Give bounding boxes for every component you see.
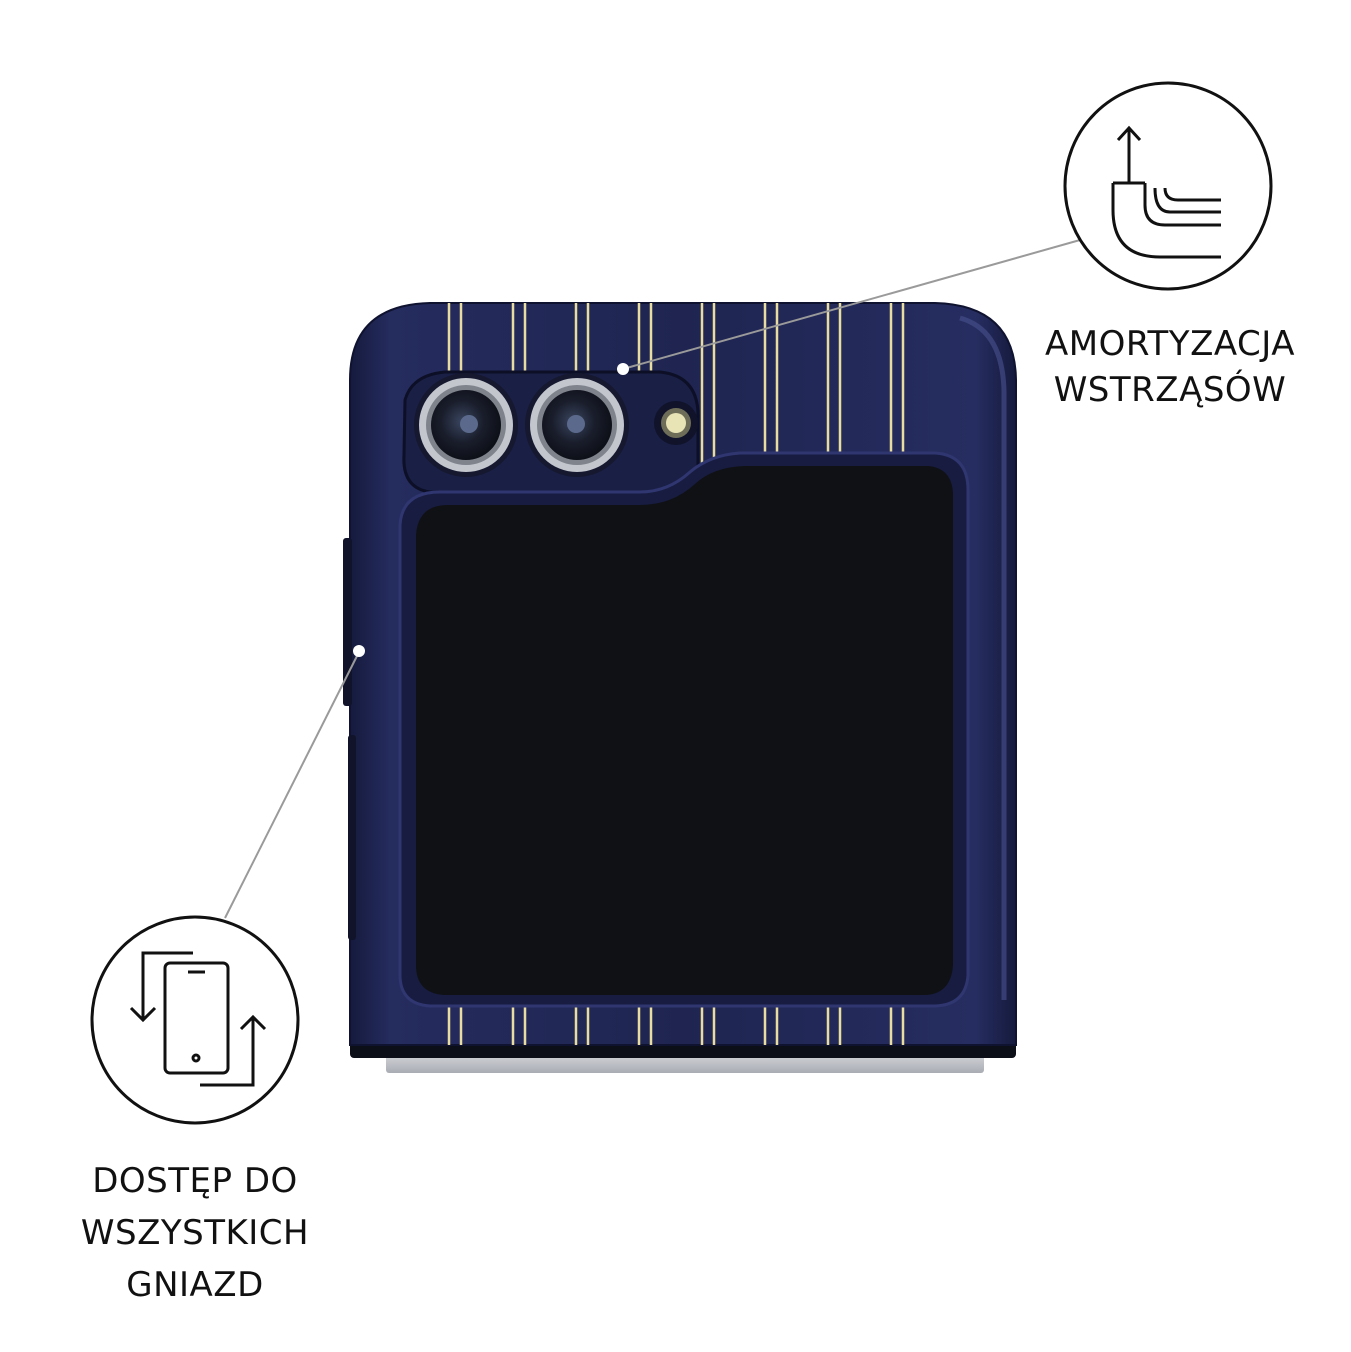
callout-line-ports bbox=[224, 651, 360, 919]
callout-dot-shock bbox=[617, 363, 629, 375]
volume-button bbox=[343, 538, 352, 706]
shock-absorption-icon bbox=[1063, 81, 1273, 291]
feature-label-line: GNIAZD bbox=[126, 1265, 264, 1305]
cover-screen bbox=[416, 466, 953, 995]
callout-line-shock bbox=[622, 239, 1081, 370]
callout-dot-ports bbox=[353, 645, 365, 657]
case-highlight bbox=[959, 315, 1007, 1000]
feature-label-port-access: DOSTĘP DO WSZYSTKICH GNIAZD bbox=[40, 1155, 350, 1311]
feature-label-line: WSZYSTKICH bbox=[80, 1213, 310, 1253]
feature-label-line: WSTRZĄSÓW bbox=[1053, 370, 1287, 410]
phone-rotate-icon bbox=[90, 915, 300, 1125]
feature-label-line: AMORTYZACJA bbox=[1045, 324, 1295, 364]
side-button bbox=[348, 735, 356, 940]
feature-label-line: DOSTĘP DO bbox=[92, 1161, 298, 1201]
camera-lens-2 bbox=[525, 373, 629, 477]
camera-lens-1 bbox=[414, 373, 518, 477]
feature-label-shock-absorption: AMORTYZACJA WSTRZĄSÓW bbox=[1010, 321, 1330, 413]
camera-flash bbox=[654, 401, 698, 445]
